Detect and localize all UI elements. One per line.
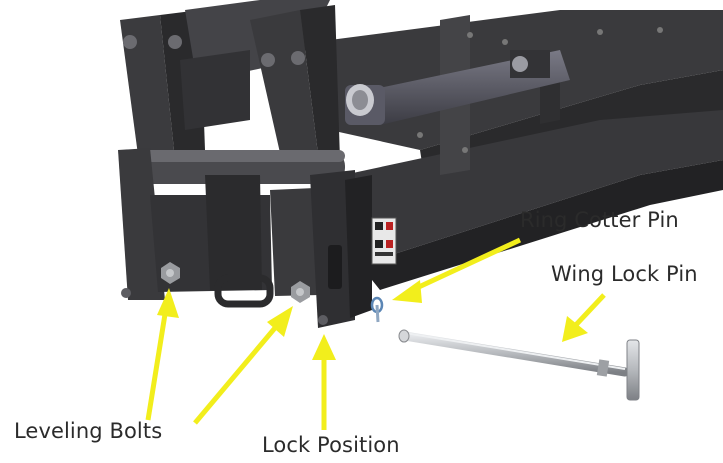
arrow-ring-cotter-pin (392, 237, 522, 303)
wing-lock-pin (398, 329, 640, 401)
arrow-leveling-bolt-left (145, 288, 179, 421)
main-frame (320, 10, 723, 290)
leveling-bolt-left (161, 262, 180, 284)
lift-arms (120, 0, 340, 175)
arrow-lock-position (312, 334, 336, 430)
arrow-wing-lock-pin (562, 293, 606, 342)
leveling-bolt-right (291, 281, 310, 303)
ring-cotter-pin-label: Ring Cotter Pin (520, 208, 679, 232)
arrow-leveling-bolt-right (193, 306, 293, 425)
mounting-plates (118, 148, 397, 328)
ring-cotter-pin (370, 296, 384, 323)
leveling-bolts-label: Leveling Bolts (14, 419, 163, 443)
lock-position-label: Lock Position (262, 433, 400, 457)
wing-lock-pin-label: Wing Lock Pin (551, 262, 698, 286)
callout-arrows (145, 237, 606, 430)
